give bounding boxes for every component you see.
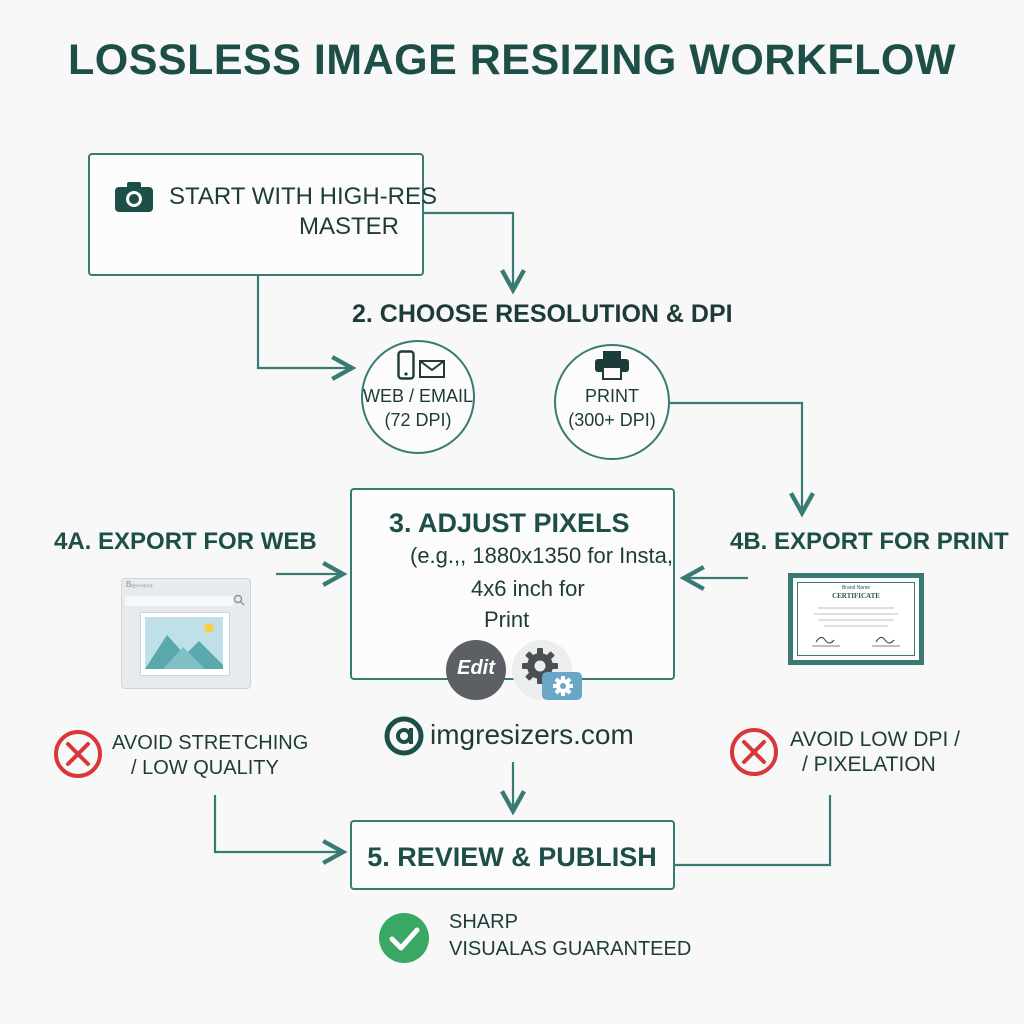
error-x-icon xyxy=(730,728,778,776)
image-thumbnail-icon xyxy=(145,617,223,669)
certificate-top-text: Brand Name xyxy=(841,585,871,591)
web-option-line1: WEB / EMAIL xyxy=(362,386,474,406)
step3-line2: 4x6 inch for xyxy=(471,576,585,601)
arrow-warnprint-to-step5 xyxy=(675,795,832,867)
warn-print-line2: / PIXELATION xyxy=(802,753,936,776)
step3-box: 3. ADJUST PIXELS (e.g.,, 1880x1350 for I… xyxy=(350,488,675,680)
web-option-line2: (72 DPI) xyxy=(384,410,452,430)
camera-icon xyxy=(115,182,153,212)
arrow-warnweb-to-step5 xyxy=(213,795,343,852)
certificate-title: CERTIFICATE xyxy=(832,592,880,600)
print-option-line2: (300+ DPI) xyxy=(568,410,656,430)
step4b-heading: 4B. EXPORT FOR PRINT xyxy=(730,528,1009,555)
step1-line1: START WITH HIGH-RES xyxy=(169,183,438,210)
arrow-step1-to-web xyxy=(256,276,352,368)
browser-address-bar xyxy=(125,596,233,606)
email-icon xyxy=(419,360,445,378)
edit-label: Edit xyxy=(457,657,495,679)
step3-heading: 3. ADJUST PIXELS xyxy=(389,508,630,538)
edit-button[interactable] xyxy=(446,640,506,700)
warn-web-line2: / LOW QUALITY xyxy=(131,757,279,779)
step5-heading: 5. REVIEW & PUBLISH xyxy=(367,842,657,872)
warn-print-line1: AVOID LOW DPI / xyxy=(790,728,960,751)
arrow-print-to-4b xyxy=(670,401,802,513)
step2-heading: 2. CHOOSE RESOLUTION & DPI xyxy=(352,300,733,328)
step4a-heading: 4A. EXPORT FOR WEB xyxy=(54,528,317,555)
browser-search-icon xyxy=(233,594,245,606)
step3-line3: Print xyxy=(484,607,530,632)
certificate-inner-border xyxy=(797,582,915,656)
certificate-illustration xyxy=(788,573,924,665)
result-line1: SHARP xyxy=(449,911,518,933)
check-icon xyxy=(379,913,429,963)
step1-line2: MASTER xyxy=(299,213,400,240)
warn-web-line1: AVOID STRETCHING xyxy=(112,732,309,754)
error-x-icon xyxy=(54,730,102,778)
small-gear-icon xyxy=(553,676,573,696)
result-line2: VISUALAS GUARANTEED xyxy=(449,938,692,960)
browser-title-text: Bₑₑₙₙₑₛₑ xyxy=(126,580,153,589)
arrow-step1-to-step2 xyxy=(424,211,513,290)
step1-box: START WITH HIGH-RES MASTER xyxy=(88,153,437,276)
web-email-option xyxy=(361,340,475,454)
step3-line1: (e.g.,, 1880x1350 for Insta, xyxy=(410,543,673,568)
step5-box: 5. REVIEW & PUBLISH xyxy=(350,820,675,890)
phone-icon xyxy=(397,350,415,380)
brand-logo-icon xyxy=(384,716,424,756)
brand-url[interactable]: imgresizers.com xyxy=(430,719,634,750)
page-title: LOSSLESS IMAGE RESIZING WORKFLOW xyxy=(68,36,956,84)
printer-icon xyxy=(595,351,629,380)
print-option-line1: PRINT xyxy=(585,386,639,406)
certificate-lines xyxy=(812,607,900,647)
